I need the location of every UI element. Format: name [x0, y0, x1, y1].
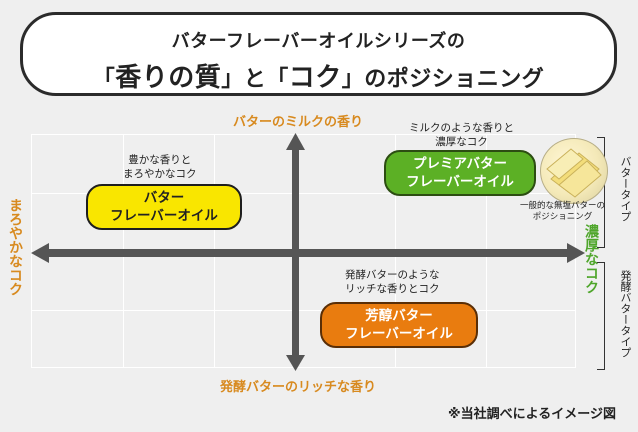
horizontal-axis-shaft: [45, 249, 570, 257]
footnote: ※当社調べによるイメージ図: [448, 407, 616, 422]
title-accent-koku: コク: [288, 63, 342, 93]
butter-slices-illustration: [546, 148, 602, 198]
product-name-line: 芳醇バター: [365, 308, 433, 324]
caption-line: リッチな香りとコク: [345, 283, 440, 295]
horizontal-axis-arrowhead-left: [31, 243, 49, 263]
axis-label-top: バターのミルクの香り: [233, 115, 364, 130]
bracket-label-butter-type: バタータイプ: [619, 156, 632, 222]
caption-premium: ミルクのような香りと 濃厚なコク: [409, 121, 514, 149]
caption-line: 豊かな香りと: [128, 154, 192, 166]
grid-line: [32, 310, 575, 311]
butter-photo-image: [540, 138, 608, 204]
vertical-axis-arrowhead-down: [286, 355, 305, 371]
product-butter-flavor-oil: バター フレーバーオイル: [86, 184, 242, 230]
caption-line: 濃厚なコク: [435, 136, 488, 148]
caption-line: 一般的な無塩バターの: [520, 201, 606, 211]
product-premium-butter-flavor-oil: プレミアバター フレーバーオイル: [384, 150, 536, 196]
vertical-axis-arrowhead-up: [286, 133, 305, 150]
product-rich-butter-flavor-oil: 芳醇バター フレーバーオイル: [320, 302, 478, 348]
title-box: バターフレーバーオイルシリーズの 「香りの質」と「コク」のポジショニング: [20, 12, 617, 96]
bracket-fermented-type: [597, 262, 605, 370]
bracket-label-fermented-type: 発酵バタータイプ: [619, 270, 632, 358]
title-connector: 」と「: [221, 67, 289, 92]
grid-line: [32, 193, 575, 194]
product-name-line: フレーバーオイル: [110, 208, 218, 224]
product-name-line: フレーバーオイル: [345, 326, 453, 342]
product-name-line: プレミアバター: [413, 156, 507, 172]
axis-label-left: まろやかなコク: [7, 198, 23, 296]
title-line-1: バターフレーバーオイルシリーズの: [171, 31, 466, 52]
horizontal-axis-arrowhead-right: [567, 243, 585, 263]
title-line-2: 「香りの質」と「コク」のポジショニング: [23, 57, 614, 94]
bracket-butter-type: [597, 137, 605, 248]
product-name-line: フレーバーオイル: [406, 174, 514, 190]
title-bracket-open: 「: [92, 67, 116, 92]
caption-fermented: 発酵バターのような リッチな香りとコク: [345, 268, 440, 296]
product-name-line: バター: [143, 190, 185, 206]
title-accent-aroma: 香りの質: [115, 63, 222, 93]
title-suffix: 」のポジショニング: [341, 67, 545, 92]
caption-line: 発酵バターのような: [345, 269, 440, 281]
axis-label-bottom: 発酵バターのリッチな香り: [220, 380, 377, 395]
caption-line: ミルクのような香りと: [409, 122, 514, 134]
axis-label-right: 濃厚なコク: [583, 224, 599, 294]
caption-butter: 豊かな香りと まろやかなコク: [123, 153, 197, 181]
photo-caption: 一般的な無塩バターの ポジショニング: [520, 201, 605, 223]
caption-line: ポジショニング: [532, 212, 593, 222]
caption-line: まろやかなコク: [123, 168, 197, 180]
